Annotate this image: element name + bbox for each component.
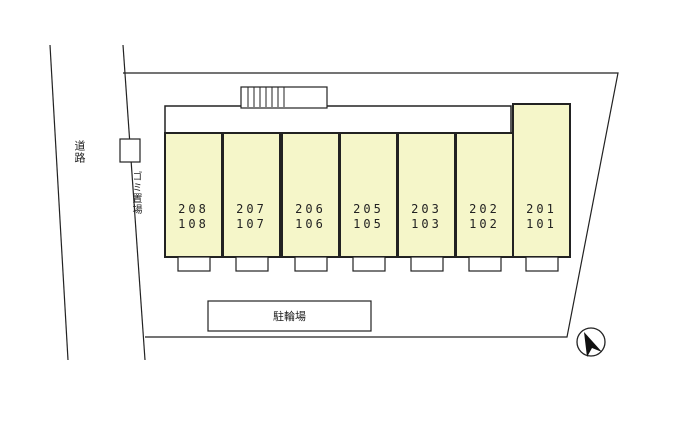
lot-boundary	[123, 72, 619, 338]
bicycle-parking-area	[207, 300, 372, 332]
unit-upper-number: 201	[526, 202, 557, 216]
balconies-group	[177, 256, 559, 272]
road-edge-right	[122, 44, 146, 361]
unit-lower-number: 105	[353, 217, 384, 231]
units-group	[164, 103, 571, 258]
corridor	[164, 105, 512, 135]
unit-cell-202	[455, 132, 514, 258]
unit-cell-208	[164, 132, 223, 258]
unit-upper-number: 203	[411, 202, 442, 216]
balcony-101	[525, 256, 559, 272]
bicycle-parking-label: 駐輪場	[273, 310, 306, 323]
unit-lower-number: 102	[469, 217, 500, 231]
unit-upper-number: 207	[236, 202, 267, 216]
unit-lower-number: 101	[526, 217, 557, 231]
unit-lower-number: 103	[411, 217, 442, 231]
road-edge-left	[49, 44, 69, 361]
unit-lower-number: 108	[178, 217, 209, 231]
unit-upper-number: 205	[353, 202, 384, 216]
balcony-105	[352, 256, 386, 272]
north-arrow-icon	[576, 327, 606, 357]
unit-cell-201	[512, 103, 571, 258]
balcony-103	[410, 256, 444, 272]
unit-upper-number: 206	[295, 202, 326, 216]
unit-lower-number: 106	[295, 217, 326, 231]
unit-cell-206	[281, 132, 340, 258]
road-label: 道路	[73, 140, 86, 164]
unit-upper-number: 202	[469, 202, 500, 216]
balcony-108	[177, 256, 211, 272]
stair-steps	[247, 87, 285, 107]
unit-cell-207	[222, 132, 281, 258]
unit-cell-203	[397, 132, 456, 258]
balcony-102	[468, 256, 502, 272]
unit-upper-number: 208	[178, 202, 209, 216]
balcony-106	[294, 256, 328, 272]
garbage-area-label: ゴミ置場	[130, 171, 141, 215]
balcony-107	[235, 256, 269, 272]
unit-lower-number: 107	[236, 217, 267, 231]
garbage-area	[119, 138, 141, 163]
unit-cell-205	[339, 132, 398, 258]
